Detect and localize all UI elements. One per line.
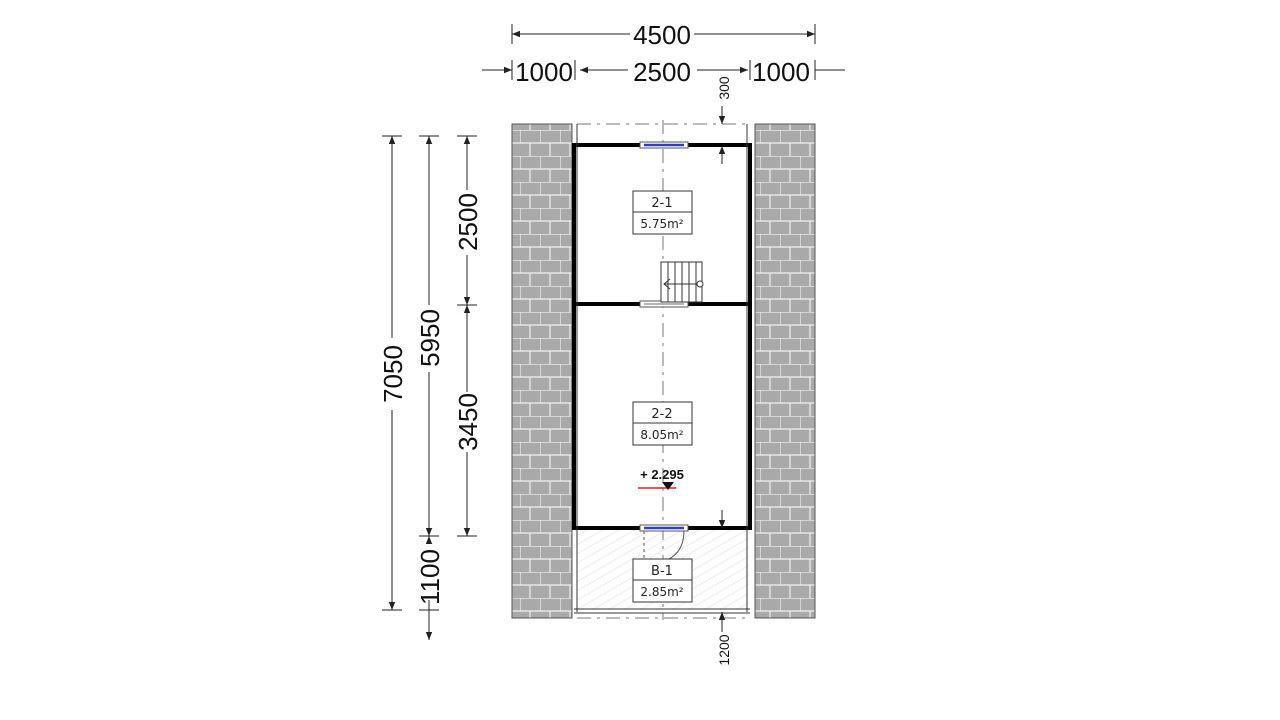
- dim-top-offset-label: 300: [716, 76, 732, 100]
- dim-balcony: 1100: [415, 536, 445, 640]
- dim-room-upper-label: 2500: [453, 193, 483, 251]
- dim-right-roof-label: 1000: [752, 57, 810, 87]
- dim-balcony-label: 1100: [415, 549, 445, 605]
- dim-bottom-offset-label: 1200: [716, 634, 732, 665]
- roof-left-tiles: [511, 123, 573, 619]
- dim-top-offset: 300: [716, 76, 732, 164]
- room-area-2-1: 5.75m²: [640, 217, 683, 231]
- room-id-2-1: 2-1: [651, 196, 672, 211]
- roof-right-tiles: [754, 123, 816, 619]
- dim-room-upper: 2500: [453, 135, 483, 306]
- stair-icon: [660, 261, 704, 303]
- dim-inner-length: 5950: [415, 135, 445, 537]
- room-id-b-1: B-1: [651, 564, 673, 579]
- level-mark: + 2.295: [638, 467, 684, 490]
- dim-left-roof-label: 1000: [515, 57, 573, 87]
- window-top: [639, 141, 689, 149]
- dim-overall-width-label: 4500: [633, 20, 691, 50]
- dim-center-label: 2500: [633, 57, 691, 87]
- room-tag-2-2: 2-2 8.05m²: [632, 401, 693, 446]
- dim-segments: 1000 2500 1000: [482, 57, 845, 87]
- dim-total-length-label: 7050: [378, 345, 408, 403]
- dim-total-length: 7050: [378, 135, 408, 611]
- room-tag-2-1: 2-1 5.75m²: [632, 190, 693, 235]
- room-tag-b-1: B-1 2.85m²: [632, 558, 693, 603]
- room-area-b-1: 2.85m²: [640, 585, 683, 599]
- room-id-2-2: 2-2: [651, 407, 672, 422]
- level-mark-text: + 2.295: [640, 467, 684, 482]
- dim-room-lower: 3450: [453, 305, 483, 537]
- walls: [572, 124, 752, 614]
- room-area-2-2: 8.05m²: [640, 428, 683, 442]
- dim-room-lower-label: 3450: [453, 393, 483, 451]
- dim-overall-width: 4500: [511, 20, 816, 50]
- dim-bottom-offset: 1200: [716, 510, 732, 666]
- level-mark-triangle: [662, 482, 674, 490]
- dim-inner-length-label: 5950: [415, 309, 445, 367]
